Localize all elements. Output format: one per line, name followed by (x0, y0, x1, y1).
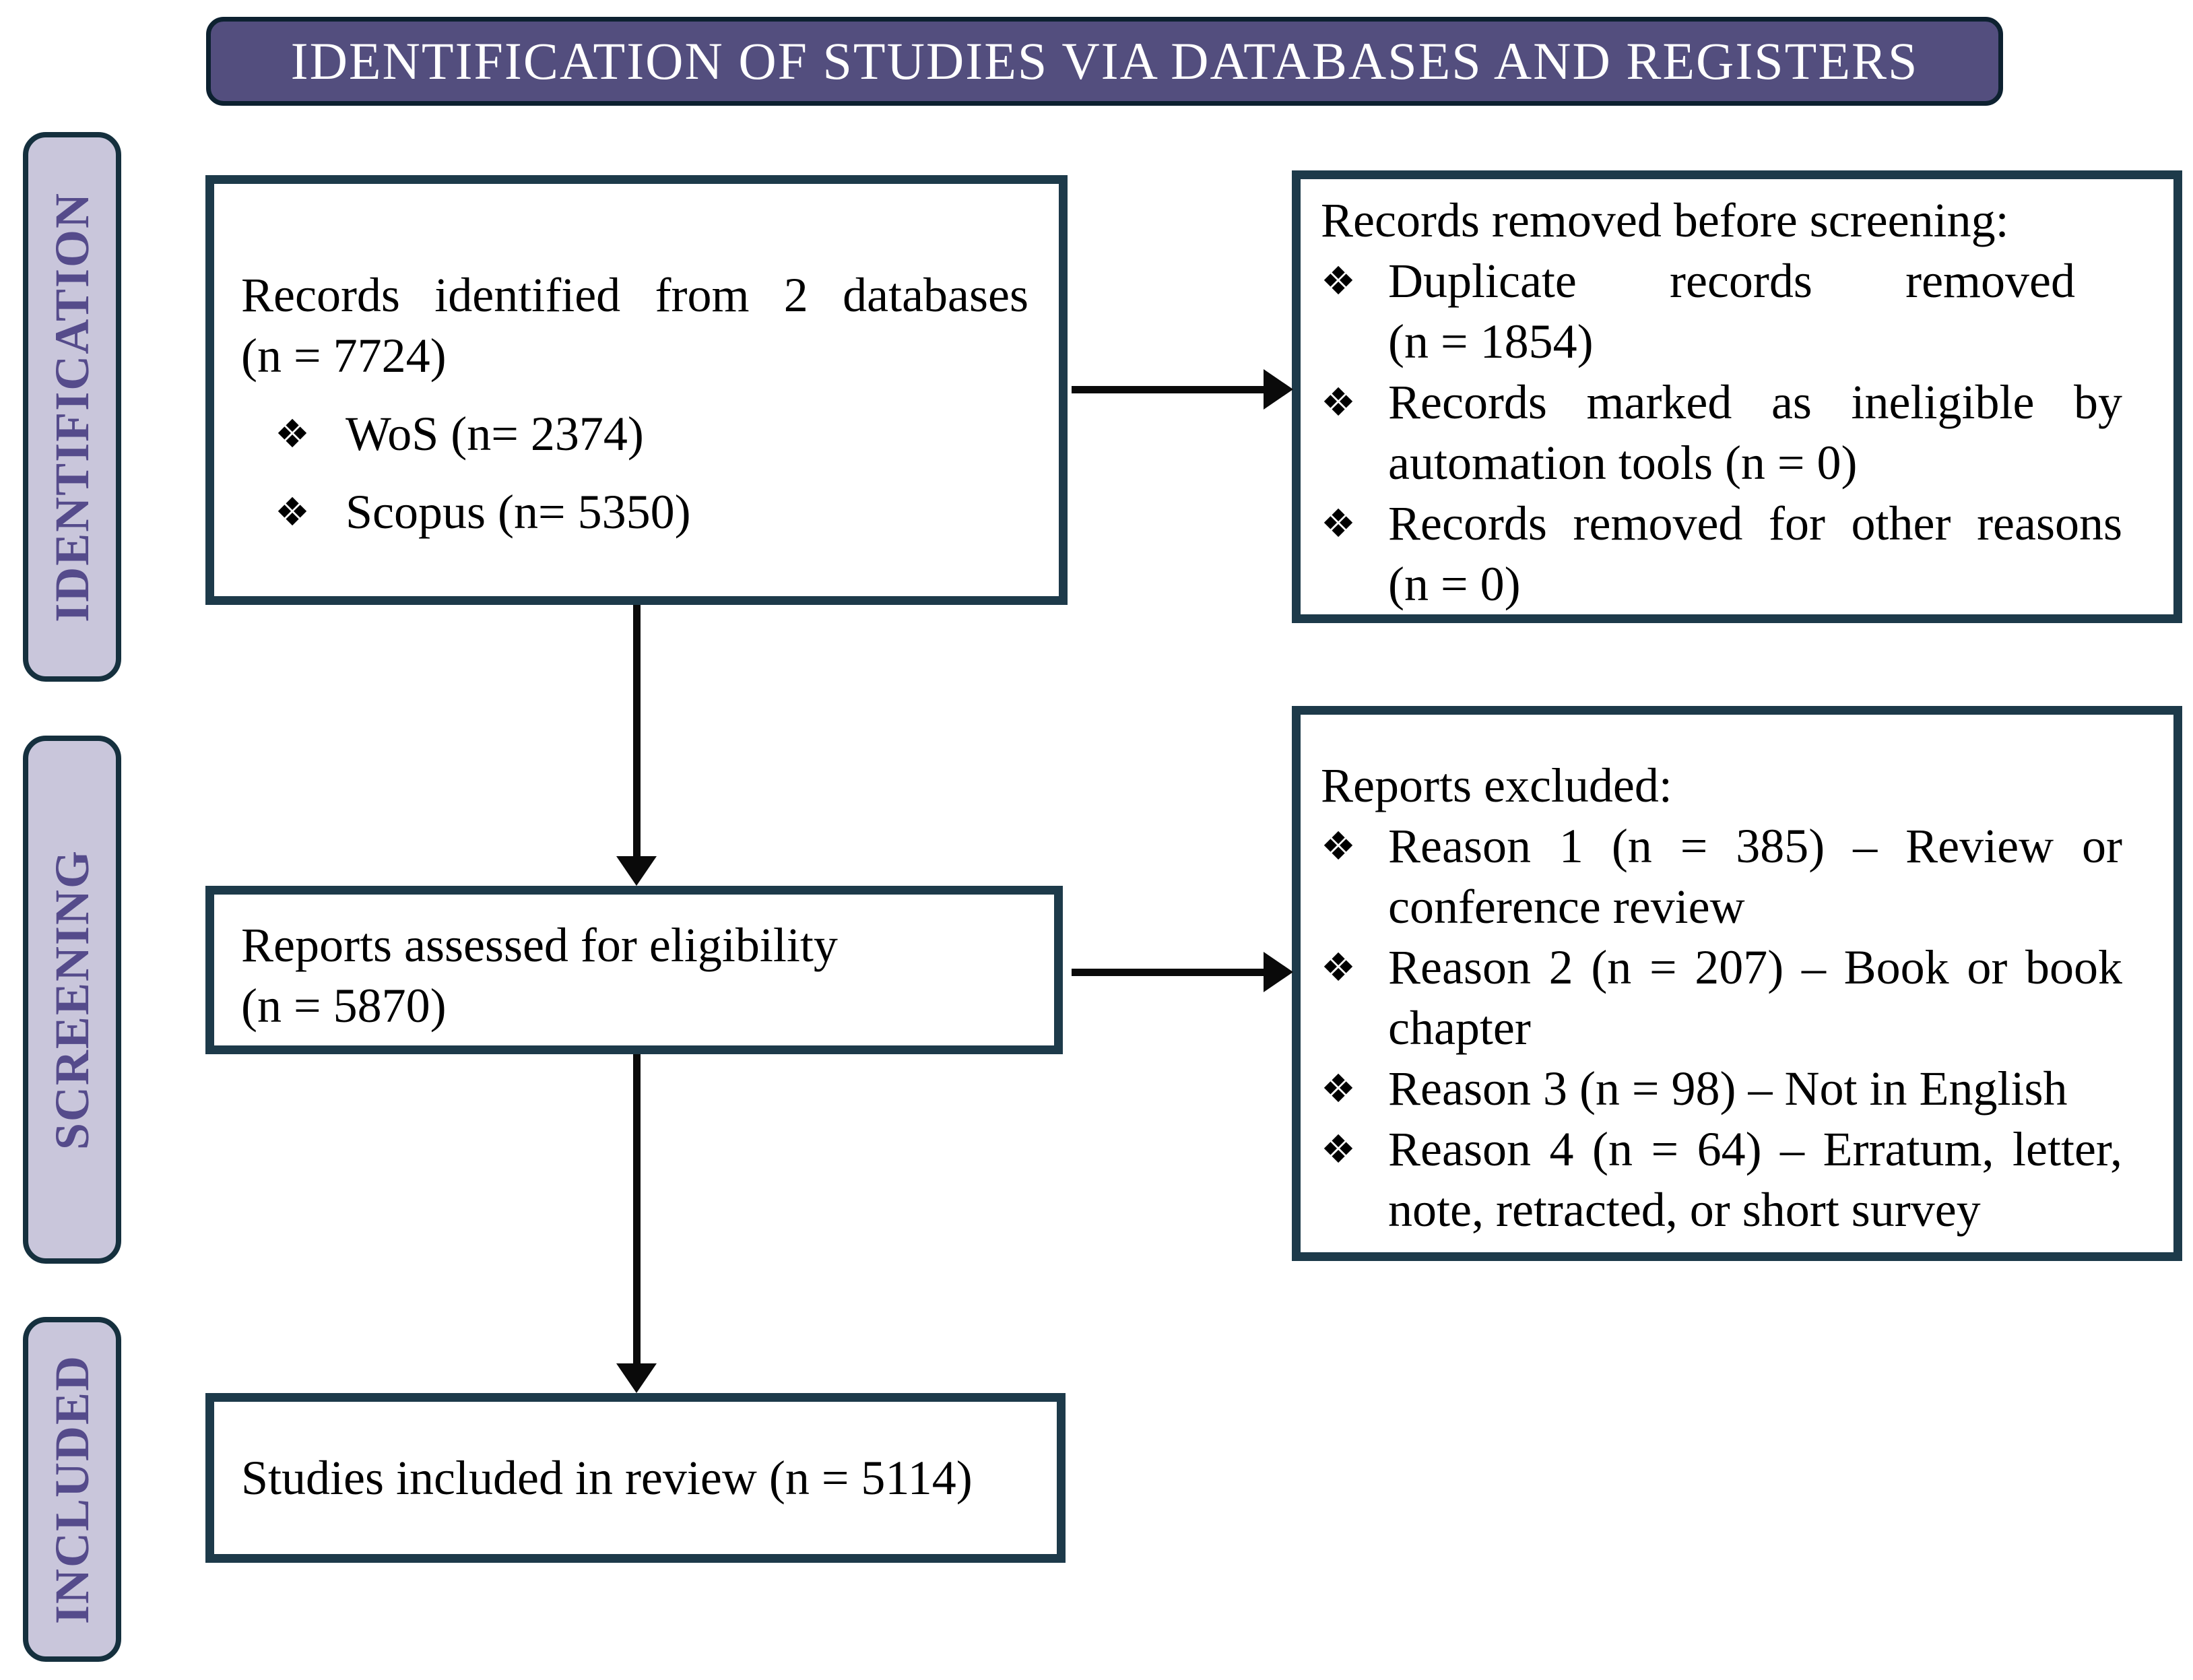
header-banner: IDENTIFICATION OF STUDIES VIA DATABASES … (206, 17, 2003, 106)
diamond-bullet-icon: ❖ (1321, 1126, 1356, 1172)
box-records-removed: Records removed before screening: ❖ Dupl… (1292, 170, 2182, 623)
box-records-identified: Records identified from 2 databases (n =… (205, 175, 1068, 605)
list-item: ❖ WoS (n= 2374) (241, 403, 1028, 464)
box-studies-included: Studies included in review (n = 5114) (205, 1393, 1066, 1563)
list-item: ❖ Reason 1 (n = 385) – Review or confere… (1321, 816, 2147, 937)
arrowhead-down-icon (616, 1363, 657, 1393)
diamond-bullet-icon: ❖ (1321, 258, 1356, 304)
diamond-bullet-icon: ❖ (1321, 944, 1356, 990)
list-item: ❖ Records marked as ineligible by automa… (1321, 372, 2147, 493)
stage-label-identification: IDENTIFICATION (23, 132, 121, 682)
bullet-text-reason-4: Reason 4 (n = 64) – Erratum, letter, not… (1388, 1122, 2122, 1237)
records-identified-text: Records identified from 2 databases (n =… (241, 268, 1028, 383)
diamond-bullet-icon: ❖ (1321, 823, 1356, 869)
box-reports-assessed: Reports assessed for eligibility (n = 58… (205, 886, 1063, 1054)
header-title: IDENTIFICATION OF STUDIES VIA DATABASES … (290, 32, 1919, 90)
reports-assessed-text: Reports assessed for eligibility (n = 58… (241, 918, 838, 1033)
diamond-bullet-icon: ❖ (275, 411, 310, 457)
reports-excluded-title: Reports excluded: (1321, 758, 1672, 812)
bullet-text-other-reasons: Records removed for other reasons (n = 0… (1388, 496, 2122, 611)
list-item: ❖ Reason 3 (n = 98) – Not in English (1321, 1058, 2147, 1119)
bullet-text-reason-1: Reason 1 (n = 385) – Review or conferenc… (1388, 819, 2122, 934)
stage-label-included: INCLUDED (23, 1317, 121, 1662)
bullet-text-duplicates: Duplicate records removed (n = 1854) (1388, 254, 2075, 368)
bullet-text-scopus: Scopus (n= 5350) (346, 485, 691, 539)
arrowhead-right-icon (1264, 952, 1293, 992)
diamond-bullet-icon: ❖ (1321, 500, 1356, 546)
reports-excluded-bullet-list: ❖ Reason 1 (n = 385) – Review or confere… (1321, 816, 2147, 1240)
stage-label-screening: SCREENING (23, 736, 121, 1264)
diamond-bullet-icon: ❖ (1321, 379, 1356, 425)
list-item: ❖ Duplicate records removed (n = 1854) (1321, 251, 2147, 372)
stage-label-screening-text: SCREENING (44, 849, 99, 1151)
arrow-shaft (633, 1054, 641, 1365)
diamond-bullet-icon: ❖ (275, 489, 310, 535)
list-item: ❖ Reason 2 (n = 207) – Book or book chap… (1321, 937, 2147, 1058)
stage-label-included-text: INCLUDED (44, 1354, 99, 1625)
bullet-text-reason-2: Reason 2 (n = 207) – Book or book chapte… (1388, 940, 2122, 1055)
bullet-text-reason-3: Reason 3 (n = 98) – Not in English (1388, 1062, 2068, 1116)
box-reports-excluded: Reports excluded: ❖ Reason 1 (n = 385) –… (1292, 706, 2182, 1261)
arrow-shaft (1072, 969, 1267, 976)
arrow-shaft (633, 605, 641, 860)
records-identified-bullet-list: ❖ WoS (n= 2374) ❖ Scopus (n= 5350) (241, 403, 1028, 542)
records-removed-title: Records removed before screening: (1321, 193, 2009, 247)
diamond-bullet-icon: ❖ (1321, 1066, 1356, 1111)
arrowhead-down-icon (616, 856, 657, 886)
bullet-text-wos: WoS (n= 2374) (346, 407, 644, 461)
stage-label-identification-text: IDENTIFICATION (44, 191, 99, 622)
arrow-shaft (1072, 386, 1267, 393)
studies-included-text: Studies included in review (n = 5114) (241, 1451, 973, 1505)
records-removed-bullet-list: ❖ Duplicate records removed (n = 1854) ❖… (1321, 251, 2147, 614)
list-item: ❖ Scopus (n= 5350) (241, 482, 1028, 542)
list-item: ❖ Reason 4 (n = 64) – Erratum, letter, n… (1321, 1119, 2147, 1240)
list-item: ❖ Records removed for other reasons (n =… (1321, 493, 2147, 614)
arrowhead-right-icon (1264, 369, 1293, 410)
bullet-text-automation: Records marked as ineligible by automati… (1388, 375, 2122, 490)
